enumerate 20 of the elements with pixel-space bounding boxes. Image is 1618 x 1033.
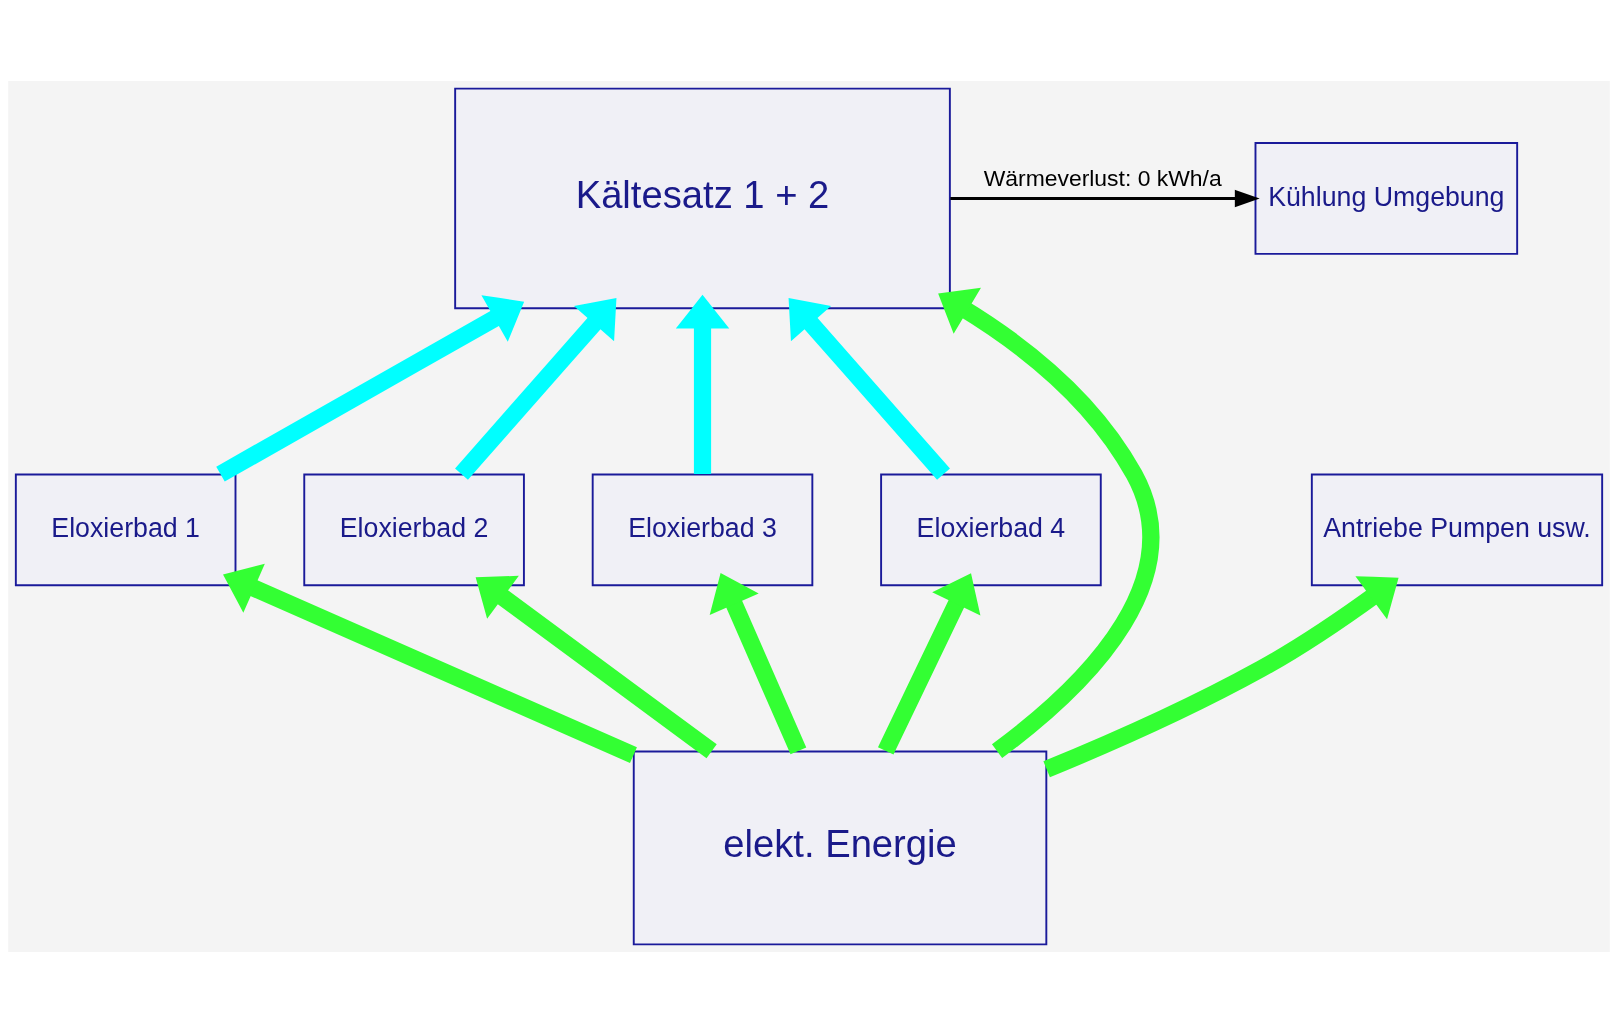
arrow [475, 575, 717, 759]
arrow [223, 563, 637, 763]
node-box: Antriebe Pumpen usw. [1310, 473, 1604, 587]
node-box: Kühlung Umgebung [1254, 142, 1519, 255]
node-box: Eloxierbad 3 [591, 473, 814, 587]
node-box: Eloxierbad 2 [303, 473, 525, 587]
arrow [675, 294, 730, 475]
node-box: Eloxierbad 1 [14, 473, 237, 587]
edge-label: Wärmeverlust: 0 kWh/a [983, 165, 1222, 192]
arrow [950, 189, 1260, 208]
node-box: Kältesatz 1 + 2 [454, 87, 951, 310]
arrow [1043, 576, 1399, 778]
arrow [216, 295, 525, 482]
arrow [788, 298, 950, 480]
arrow [709, 573, 807, 755]
node-box: elekt. Energie [632, 750, 1048, 946]
node-box: Eloxierbad 4 [880, 473, 1102, 587]
arrow [877, 573, 981, 755]
arrow [938, 287, 1159, 758]
arrow [455, 298, 617, 480]
